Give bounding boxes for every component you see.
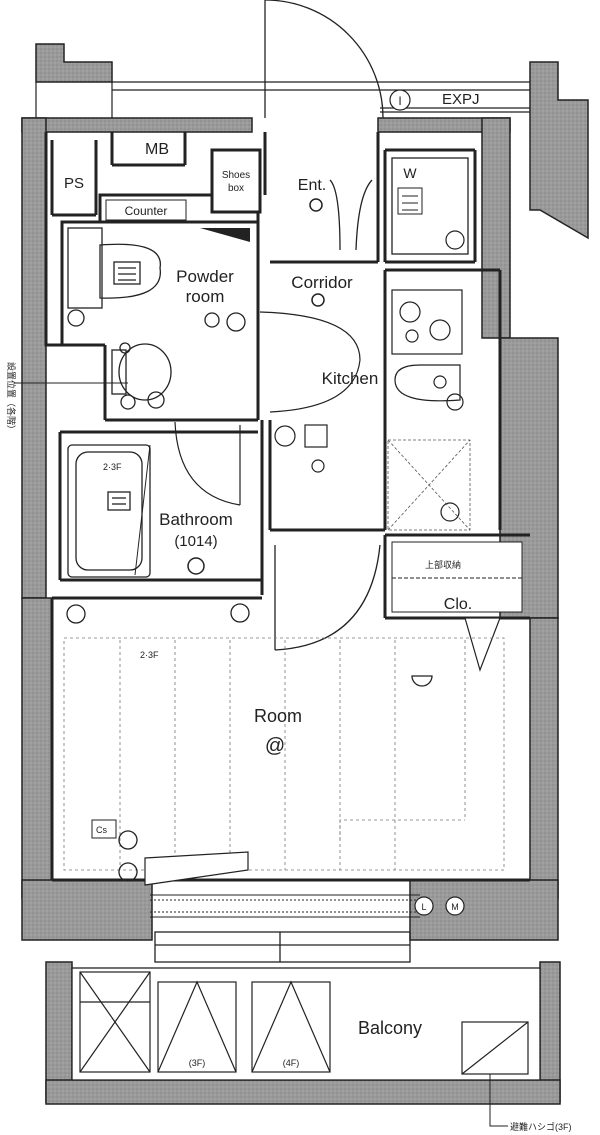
room-label: Room (254, 706, 302, 726)
washer-pan (391, 157, 469, 255)
bathroom-door-swing (174, 421, 241, 506)
window-rail (150, 894, 420, 918)
corridor-sensor-icon (311, 293, 325, 307)
outlet-m-label: M (451, 902, 459, 912)
washer-label: W (403, 165, 417, 181)
expj-label: EXPJ (442, 91, 480, 108)
entrance-drain-icon (309, 198, 323, 212)
powder-door-swing (259, 311, 361, 413)
closet-shelf (391, 541, 523, 613)
ps-label: PS (64, 175, 84, 192)
outlet-l-label: L (421, 902, 426, 912)
powder-room-label-line2: room (186, 287, 225, 306)
balcony-walls (45, 961, 561, 1105)
room-floor-lines (63, 637, 505, 871)
exterior-walls (21, 43, 589, 941)
aircon-outlet-label: Cs (96, 825, 107, 835)
bathtub (67, 444, 151, 578)
ladder-note: 避難ハシゴ(3F) (510, 1121, 572, 1132)
closet-top-note: 上部収納 (425, 559, 461, 570)
fridge-outlet (274, 424, 328, 473)
balcony-3f-label: (3F) (189, 1058, 206, 1068)
powder-room-fixtures (67, 309, 246, 332)
interior-walls (44, 132, 530, 882)
shoes-box-label-line2: box (228, 183, 244, 194)
balcony-floor (71, 967, 541, 1081)
left-side-note: 設置位置（各階） (6, 362, 17, 434)
shoes-box-label-line1: Shoes (222, 170, 250, 181)
counter (105, 199, 187, 221)
room-wedge (144, 851, 249, 886)
mb-label: MB (145, 141, 169, 158)
washbasin (67, 227, 161, 309)
closet-label: Clo. (444, 596, 472, 613)
balcony-label: Balcony (358, 1018, 422, 1038)
expj-marker-circle (389, 89, 411, 111)
expj-marker-label: I (398, 94, 401, 108)
bathroom-drain-icon (187, 557, 205, 575)
mirror-wedge (200, 228, 250, 242)
entrance-door (264, 0, 384, 251)
washer-faucet-icon (445, 230, 465, 250)
counter-label: Counter (125, 204, 168, 218)
washer-drain-icon (397, 187, 423, 215)
bathroom-code-label: (1014) (174, 533, 217, 550)
bathroom-shower-bar (134, 444, 151, 576)
aircon-outlet-box (91, 819, 117, 839)
closet-door-wedge (464, 617, 501, 672)
kitchen-label: Kitchen (322, 369, 379, 388)
room-symbol: @ (265, 735, 285, 757)
entrance-label: Ent. (298, 177, 326, 194)
toilet (111, 342, 172, 410)
kitchen-counter-hatch (387, 439, 471, 531)
balcony-4f-label: (4F) (283, 1058, 300, 1068)
balcony-window (154, 931, 411, 963)
kitchen-fixtures (391, 289, 464, 522)
room-fixtures (66, 603, 433, 882)
powder-room-label-line1: Powder (176, 267, 234, 286)
outlet-m-circle (445, 896, 465, 916)
room-door (274, 544, 381, 651)
balcony-units (79, 971, 529, 1075)
bathroom-label: Bathroom (159, 510, 233, 529)
shoes-box (210, 148, 262, 214)
outlet-l-circle (414, 896, 434, 916)
ladder-leader (489, 1074, 508, 1127)
bathtub-level-note: 2·3F (103, 462, 122, 472)
room-level-note: 2·3F (140, 650, 159, 660)
corridor-label: Corridor (291, 273, 353, 292)
